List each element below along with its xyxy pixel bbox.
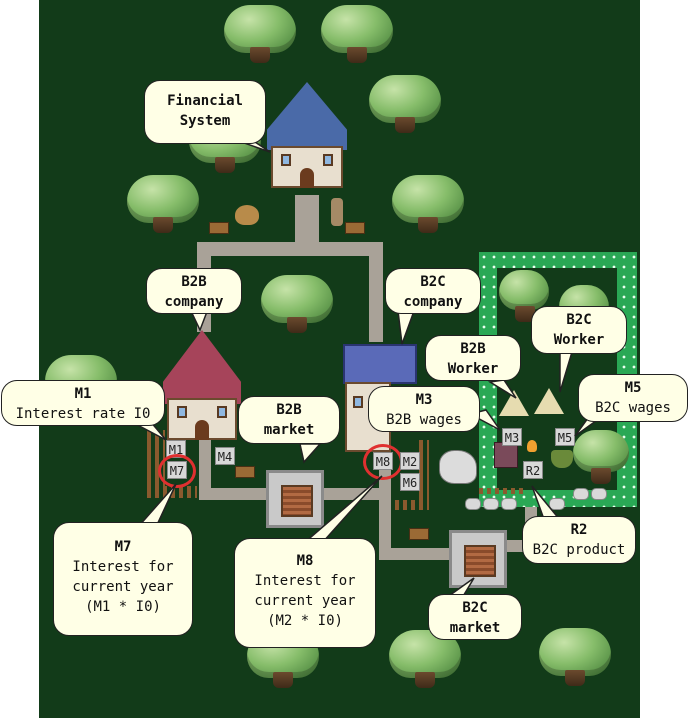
callout-title: B2B bbox=[276, 402, 302, 418]
callout-title: M3 bbox=[415, 392, 433, 408]
callout-title: M5 bbox=[624, 380, 642, 396]
highlight-ring-m7 bbox=[158, 454, 196, 488]
callout-b2b-worker: B2B Worker bbox=[425, 335, 521, 381]
basket-icon bbox=[551, 450, 573, 468]
marker-m3[interactable]: M3 bbox=[502, 428, 522, 446]
callout-b2c-market: B2C market bbox=[428, 594, 522, 640]
callout-text: B2B wages bbox=[386, 412, 462, 428]
rock-icon bbox=[573, 488, 589, 500]
sign-icon bbox=[209, 222, 229, 234]
tail-b2c-worker bbox=[559, 351, 574, 393]
callout-title: market bbox=[263, 422, 315, 438]
callout-title: B2B bbox=[460, 341, 486, 357]
callout-title: Worker bbox=[553, 332, 605, 348]
callout-m3: M3 B2B wages bbox=[368, 386, 480, 432]
window-icon bbox=[353, 396, 363, 408]
callout-text: (M1 * I0) bbox=[85, 599, 161, 615]
callout-title: R2 bbox=[570, 522, 588, 538]
callout-b2b-company: B2B company bbox=[146, 268, 242, 314]
callout-m1: M1 Interest rate I0 bbox=[1, 380, 165, 426]
boulder-icon bbox=[439, 450, 477, 484]
tail-b2c-company bbox=[397, 310, 416, 345]
callout-m7: M7 Interest for current year (M1 * I0) bbox=[53, 522, 193, 636]
callout-b2b-market: B2B market bbox=[238, 396, 340, 444]
statue-icon bbox=[331, 198, 343, 226]
fence bbox=[479, 488, 527, 494]
sign-icon bbox=[345, 222, 365, 234]
sign-icon bbox=[409, 528, 429, 540]
window-icon bbox=[217, 406, 227, 418]
marker-m6[interactable]: M6 bbox=[400, 473, 420, 491]
fence bbox=[395, 500, 429, 510]
marker-m4[interactable]: M4 bbox=[215, 447, 235, 465]
window-icon bbox=[177, 406, 187, 418]
rock-icon bbox=[465, 498, 481, 510]
callout-b2c-worker: B2C Worker bbox=[531, 306, 627, 354]
path-top-horizontal bbox=[197, 242, 383, 256]
b2b-market-building[interactable] bbox=[266, 470, 324, 528]
tail-m8 bbox=[301, 475, 383, 544]
tail-b2b-market bbox=[299, 443, 322, 464]
callout-title: B2B bbox=[181, 274, 207, 290]
callout-title: company bbox=[403, 294, 463, 310]
fountain-icon bbox=[235, 205, 259, 225]
window-icon bbox=[281, 154, 291, 166]
callout-m8: M8 Interest for current year (M2 * I0) bbox=[234, 538, 376, 648]
rock-icon bbox=[549, 498, 565, 510]
callout-title: market bbox=[449, 620, 501, 636]
marker-m5[interactable]: M5 bbox=[555, 428, 575, 446]
callout-text: B2C wages bbox=[595, 400, 671, 416]
sign-icon bbox=[235, 466, 255, 478]
callout-title: B2C bbox=[566, 312, 592, 328]
callout-title: Financial bbox=[167, 93, 243, 109]
callout-title: M8 bbox=[296, 553, 314, 569]
door-icon bbox=[300, 168, 314, 188]
path-b2b-company-down bbox=[199, 440, 211, 500]
callout-title: B2C bbox=[420, 274, 446, 290]
callout-title: B2C bbox=[462, 600, 488, 616]
callout-text: current year bbox=[72, 579, 174, 595]
marker-r2[interactable]: R2 bbox=[523, 461, 543, 479]
b2c-market-building[interactable] bbox=[449, 530, 507, 588]
callout-text: Interest for bbox=[72, 559, 174, 575]
callout-title: Worker bbox=[447, 361, 499, 377]
callout-text: current year bbox=[254, 593, 356, 609]
callout-title: company bbox=[164, 294, 224, 310]
path-right-down bbox=[369, 242, 383, 342]
tail-b2b-worker bbox=[487, 379, 517, 399]
rock-icon bbox=[483, 498, 499, 510]
callout-text: B2C product bbox=[532, 542, 626, 558]
window-icon bbox=[323, 154, 333, 166]
callout-r2: R2 B2C product bbox=[522, 516, 636, 564]
callout-title: System bbox=[179, 113, 231, 129]
path-b2c-company-down bbox=[379, 460, 391, 560]
path-from-bank bbox=[295, 195, 319, 245]
callout-text: (M2 * I0) bbox=[267, 613, 343, 629]
marker-m2[interactable]: M2 bbox=[400, 452, 420, 470]
tail-m7 bbox=[136, 483, 177, 528]
fence bbox=[419, 440, 429, 510]
rock-icon bbox=[501, 498, 517, 510]
fire-icon bbox=[527, 440, 537, 452]
callout-m5: M5 B2C wages bbox=[578, 374, 688, 422]
callout-text: Interest for bbox=[254, 573, 356, 589]
callout-title: M1 bbox=[74, 386, 92, 402]
callout-text: Interest rate I0 bbox=[15, 406, 151, 422]
callout-title: M7 bbox=[114, 539, 132, 555]
door-icon bbox=[195, 420, 209, 440]
rock-icon bbox=[591, 488, 607, 500]
callout-b2c-company: B2C company bbox=[385, 268, 481, 314]
callout-financial-system: Financial System bbox=[144, 80, 266, 144]
